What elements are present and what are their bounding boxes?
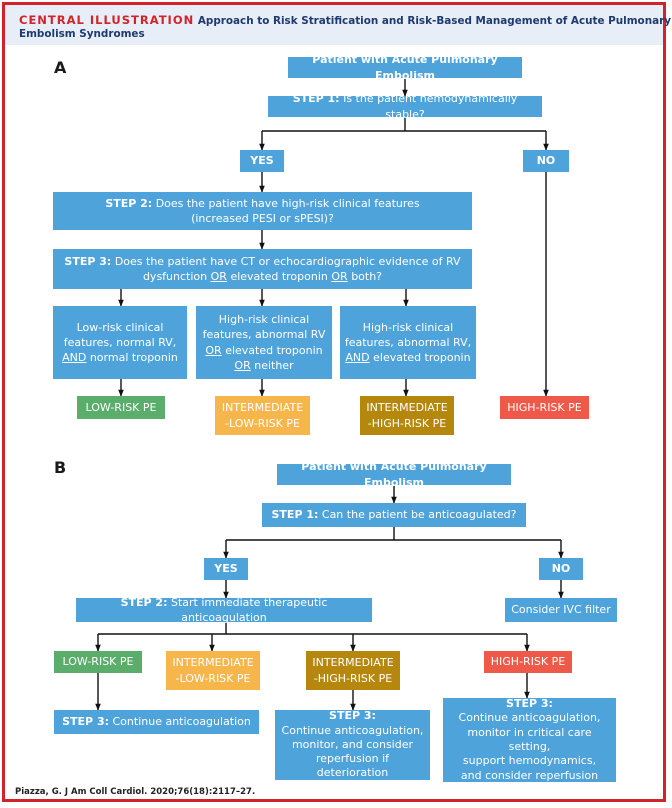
header-line-1: CENTRAL ILLUSTRATION Approach to Risk St…: [19, 13, 671, 27]
panel-b-s3c-l2: monitor in critical care setting,: [467, 725, 592, 753]
panel-a-feat2-l1: High-risk clinical: [218, 313, 310, 327]
panel-a-patient-text: Patient with Acute Pulmonary Embolism: [312, 53, 498, 82]
panel-b-patient-box: Patient with Acute Pulmonary Embolism: [277, 460, 511, 489]
panel-a-label: A: [54, 58, 67, 77]
panel-b-s3c-l4: and consider reperfusion: [460, 768, 599, 782]
panel-a-int-low-l2: -LOW-RISK PE: [225, 416, 300, 430]
panel-a-step1-box: STEP 1: Is the patient hemodynamically s…: [268, 92, 542, 121]
panel-b-ivc-text: Consider IVC filter: [511, 603, 611, 617]
panel-a-feat1-l1: Low-risk clinical: [76, 320, 164, 334]
panel-b-s3a-label: STEP 3:: [62, 715, 109, 729]
panel-a-low-risk-badge: LOW-RISK PE: [77, 396, 165, 419]
panel-b-s3b-l2: monitor, and consider: [291, 737, 414, 751]
panel-b-int-high-l1: INTERMEDIATE: [312, 656, 394, 670]
panel-a-step3-t2b: elevated troponin: [230, 270, 328, 283]
panel-a-yes-text: YES: [250, 154, 274, 168]
panel-b-s3c-label: STEP 3:: [506, 697, 553, 711]
panel-a-step3-text: Does the patient have CT or echocardiogr…: [114, 254, 461, 268]
panel-a-high-risk-text: HIGH-RISK PE: [507, 400, 582, 414]
panel-b-int-high-risk-badge: INTERMEDIATE -HIGH-RISK PE: [306, 651, 400, 690]
panel-a-feat3-and: AND: [345, 351, 370, 365]
panel-b-int-low-l2: -LOW-RISK PE: [175, 671, 251, 685]
panel-b-step3-low-box: STEP 3: Continue anticoagulation: [54, 710, 259, 734]
panel-a-step3-t2a: dysfunction: [142, 270, 208, 283]
panel-b-low-risk-badge: LOW-RISK PE: [54, 651, 142, 673]
panel-b-step3-int-box: STEP 3: Continue anticoagulation, monito…: [275, 709, 430, 780]
panel-b-no-text: NO: [551, 562, 571, 576]
panel-a-feat1-l3: normal troponin: [89, 351, 178, 365]
citation: Piazza, G. J Am Coll Cardiol. 2020;76(18…: [15, 787, 256, 797]
figure-frame: [2, 2, 666, 802]
panel-b-step2-label: STEP 2:: [120, 595, 168, 609]
panel-a-feat3-l1: High-risk clinical: [362, 320, 454, 334]
panel-a-feat3-l2: features, abnormal RV,: [344, 335, 472, 349]
panel-b-high-risk-text: HIGH-RISK PE: [490, 655, 566, 669]
panel-a-feat1-l2: features, normal RV,: [63, 335, 177, 349]
panel-b-low-risk-text: LOW-RISK PE: [62, 655, 134, 669]
panel-a-int-low-risk-badge: INTERMEDIATE -LOW-RISK PE: [215, 396, 310, 435]
header-tag: CENTRAL ILLUSTRATION: [19, 13, 195, 27]
panel-a-step2-box: STEP 2: Does the patient have high-risk …: [53, 192, 472, 230]
panel-a-low-risk-text: LOW-RISK PE: [85, 400, 157, 414]
figure-header: CENTRAL ILLUSTRATION Approach to Risk St…: [5, 5, 671, 45]
panel-a-feat2-l4: neither: [254, 358, 294, 372]
panel-b-step1-box: STEP 1: Can the patient be anticoagulate…: [262, 503, 526, 527]
panel-b-s3c-l3: support hemodynamics,: [462, 754, 597, 768]
panel-b-s3b-l1: Continue anticoagulation,: [281, 723, 424, 737]
panel-b-step2-text: Start immediate therapeutic anticoagulat…: [170, 595, 328, 624]
panel-a-step3-t2c: both?: [351, 270, 383, 283]
panel-b-no-box: NO: [539, 558, 583, 580]
panel-b-high-risk-badge: HIGH-RISK PE: [484, 651, 572, 673]
panel-b-patient-text: Patient with Acute Pulmonary Embolism: [301, 460, 487, 489]
panel-a-step3-or1: OR: [210, 270, 227, 283]
panel-a-feat1-and: AND: [62, 351, 87, 365]
panel-a-step3-box: STEP 3: Does the patient have CT or echo…: [53, 249, 472, 289]
panel-a-no-box: NO: [523, 150, 569, 172]
panel-a-int-high-l2: -HIGH-RISK PE: [367, 416, 447, 430]
panel-a-step2-label: STEP 2:: [105, 196, 153, 210]
panel-a-high-risk-badge: HIGH-RISK PE: [500, 396, 589, 419]
panel-a-int-low-l1: INTERMEDIATE: [221, 401, 304, 415]
panel-a-step2-text2: (increased PESI or sPESI)?: [191, 212, 334, 225]
panel-a-feat2-or2: OR: [234, 358, 251, 372]
panel-b-s3b-l3: reperfusion if deterioration: [315, 752, 390, 780]
panel-a-step3-label: STEP 3:: [64, 254, 112, 268]
panel-a-step1-text: Is the patient hemodynamically stable?: [343, 92, 518, 121]
panel-b-step2-box: STEP 2: Start immediate therapeutic anti…: [76, 595, 372, 624]
panel-a-feat2-or: OR: [205, 343, 222, 357]
panel-b-step1-text: Can the patient be anticoagulated?: [321, 508, 517, 522]
panel-b-s3c-l1: Continue anticoagulation,: [458, 711, 601, 725]
panel-b-yes-text: YES: [214, 562, 238, 576]
panel-a-step1-label: STEP 1:: [292, 92, 340, 106]
panel-a-step3-or2: OR: [331, 270, 348, 283]
panel-a-feat2-l2: features, abnormal RV: [202, 328, 326, 342]
panel-b-int-low-risk-badge: INTERMEDIATE -LOW-RISK PE: [166, 651, 260, 690]
panel-a-yes-box: YES: [240, 150, 284, 172]
panel-b-s3a-text: Continue anticoagulation: [112, 715, 251, 729]
panel-a-int-high-risk-badge: INTERMEDIATE -HIGH-RISK PE: [360, 396, 454, 435]
panel-b-s3b-label: STEP 3:: [329, 709, 376, 723]
panel-a-feat3-l3: elevated troponin: [373, 351, 471, 365]
panel-a-step2-text: Does the patient have high-risk clinical…: [155, 196, 420, 210]
panel-a-feat2-l3: elevated troponin: [225, 343, 323, 357]
panel-b-step3-high-box: STEP 3: Continue anticoagulation, monito…: [443, 697, 616, 782]
panel-a-patient-box: Patient with Acute Pulmonary Embolism: [288, 53, 522, 82]
panel-b-step1-label: STEP 1:: [271, 508, 319, 522]
panel-b-int-high-l2: -HIGH-RISK PE: [313, 671, 393, 685]
header-title-2: Embolism Syndromes: [19, 28, 145, 40]
panel-a-feature-low-box: Low-risk clinical features, normal RV, A…: [53, 306, 187, 379]
panel-b-yes-box: YES: [204, 558, 248, 580]
panel-a-int-high-l1: INTERMEDIATE: [366, 401, 448, 415]
panel-a-no-text: NO: [536, 154, 556, 168]
header-title-1: Approach to Risk Stratification and Risk…: [197, 15, 671, 27]
panel-b-ivc-box: Consider IVC filter: [505, 598, 617, 622]
panel-b-label: B: [54, 458, 67, 477]
panel-a-feature-intlow-box: High-risk clinical features, abnormal RV…: [196, 306, 332, 379]
panel-a-feature-inthigh-box: High-risk clinical features, abnormal RV…: [340, 306, 476, 379]
panel-b-int-low-l1: INTERMEDIATE: [172, 656, 254, 670]
